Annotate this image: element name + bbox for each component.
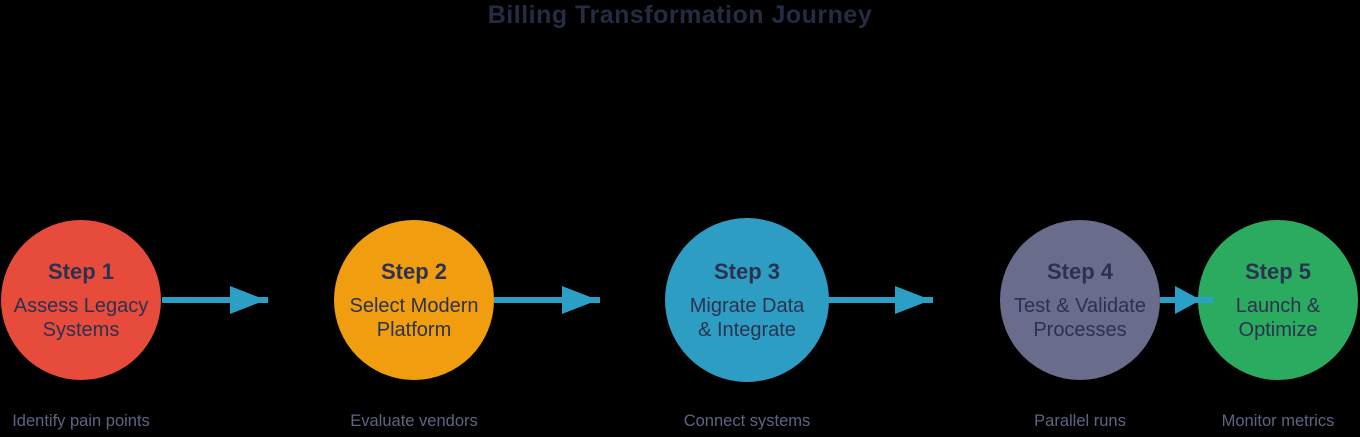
step-3-caption: Connect systems [683, 412, 811, 430]
arrow-3-head-icon [895, 286, 931, 314]
step-4-description: Test & Validate Processes [1014, 294, 1146, 342]
step-1-label: Step 1 [47, 258, 115, 284]
step-3-description: Migrate Data & Integrate [690, 294, 805, 342]
step-4-desc-line-2: Processes [1033, 318, 1127, 341]
step-2-desc-line-2: Platform [376, 318, 452, 341]
step-1-circle: Step 1 Assess Legacy Systems [1, 220, 161, 380]
diagram-title: Billing Transformation Journey [487, 1, 873, 29]
step-2-description: Select Modern Platform [350, 294, 479, 342]
step-5-caption: Monitor metrics [1221, 412, 1335, 430]
arrow-1-head-icon [230, 286, 266, 314]
step-3-desc-line-1: Migrate Data [689, 294, 805, 317]
step-1-caption: Identify pain points [12, 412, 150, 430]
step-5-desc-line-2: Optimize [1238, 318, 1318, 341]
step-2-desc-line-1: Select Modern [349, 294, 479, 317]
arrow-4-head-icon [1175, 286, 1201, 314]
step-4-caption: Parallel runs [1034, 412, 1126, 430]
step-5-label: Step 5 [1244, 258, 1312, 284]
step-3-circle: Step 3 Migrate Data & Integrate [665, 218, 829, 382]
arrow-2-head-icon [562, 286, 598, 314]
step-3-desc-line-2: & Integrate [698, 318, 796, 341]
step-2-label: Step 2 [380, 258, 448, 284]
step-4-desc-line-1: Test & Validate [1014, 294, 1146, 317]
step-1-desc-line-2: Systems [42, 318, 120, 341]
step-1-desc-line-1: Assess Legacy [13, 294, 149, 317]
step-2-caption: Evaluate vendors [350, 412, 478, 430]
arrow-1-line [162, 297, 268, 303]
step-5-desc-line-1: Launch & [1235, 294, 1321, 317]
step-1-description: Assess Legacy Systems [14, 294, 149, 342]
step-4-circle: Step 4 Test & Validate Processes [1000, 220, 1160, 380]
step-5-description: Launch & Optimize [1236, 294, 1321, 342]
step-3-label: Step 3 [713, 258, 781, 284]
arrow-2-line [494, 297, 600, 303]
arrow-3-line [827, 297, 933, 303]
step-2-circle: Step 2 Select Modern Platform [334, 220, 494, 380]
step-4-label: Step 4 [1046, 258, 1114, 284]
step-5-circle: Step 5 Launch & Optimize [1198, 220, 1358, 380]
